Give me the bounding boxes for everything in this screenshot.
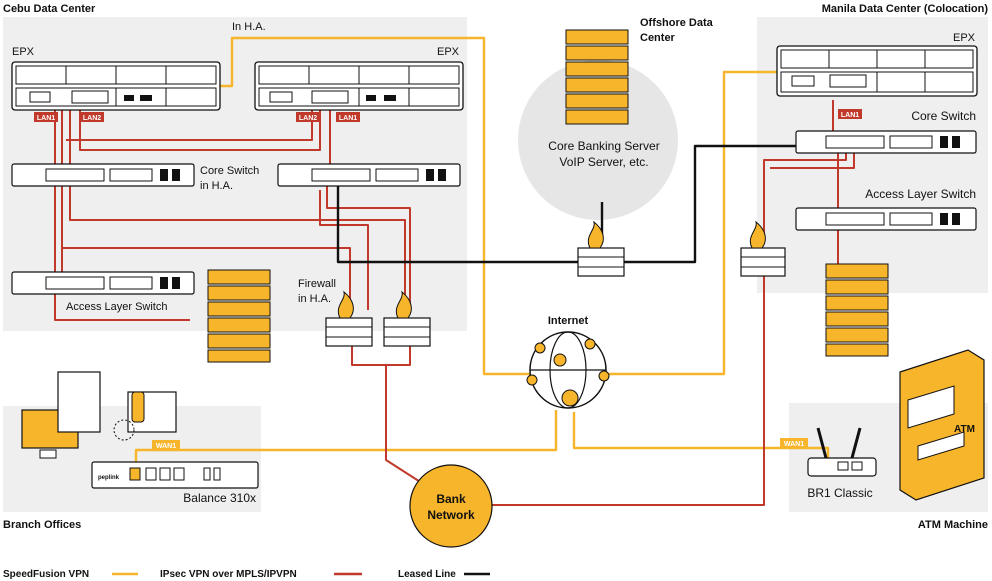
atm-screen-label: ATM [954,424,975,435]
atm-title: ATM Machine [918,519,988,531]
legend-item-ipsec: IPsec VPN over MPLS/IPVPN [160,569,362,580]
svg-text:WAN1: WAN1 [784,441,804,448]
svg-text:LAN1: LAN1 [841,112,859,119]
core-switch-manila [795,130,977,154]
lan-tag: LAN1 [838,109,862,119]
lan-tag: LAN2 [296,112,320,122]
access-switch-cebu [11,271,195,295]
core-switch-cebu-1 [11,163,195,187]
lan-tag: LAN2 [80,112,104,122]
br1-classic-device [807,427,877,477]
internet-globe-icon [526,331,610,409]
svg-text:SpeedFusion VPN: SpeedFusion VPN [3,569,89,580]
br1-label: BR1 Classic [807,486,872,500]
balance-310x-device [91,461,259,489]
wan-tag: WAN1 [152,440,180,450]
svg-text:WAN1: WAN1 [156,443,176,450]
firewall-icon [740,220,786,277]
balance-label: Balance 310x [183,491,256,505]
svg-text:LAN1: LAN1 [37,115,55,122]
in-ha-label: In H.A. [232,21,266,33]
legend: SpeedFusion VPN IPsec VPN over MPLS/IPVP… [3,569,490,580]
offshore-circle [518,60,678,220]
wan-tag: WAN1 [780,438,808,448]
epx-right-label: EPX [437,46,460,58]
server-stack-manila [825,263,889,357]
svg-text:Leased Line: Leased Line [398,569,456,580]
phone-icon [113,391,177,441]
epx-right [254,61,464,111]
core-switch-manila-label: Core Switch [911,109,976,123]
ipsec-links [54,96,855,506]
epx-manila [776,45,978,97]
atm-machine-icon [899,349,985,501]
peplink-logo: peplink [98,475,120,481]
access-switch-manila [795,207,977,231]
lan-tag: LAN1 [34,112,58,122]
legend-item-leased: Leased Line [398,569,490,580]
speedfusion-links [134,36,830,472]
core-switch-cebu-2 [277,163,461,187]
lan-tag: LAN1 [336,112,360,122]
manila-title: Manila Data Center (Colocation) [822,3,989,15]
access-switch-manila-label: Access Layer Switch [865,187,976,201]
firewall-icon [325,290,373,347]
epx-manila-label: EPX [953,32,976,44]
internet-label: Internet [548,315,589,327]
firewall-icon [383,290,431,347]
legend-item-speedfusion: SpeedFusion VPN [3,569,138,580]
svg-text:IPsec VPN over MPLS/IPVPN: IPsec VPN over MPLS/IPVPN [160,569,297,580]
svg-text:LAN1: LAN1 [339,115,357,122]
server-stack-offshore [565,29,629,125]
access-switch-cebu-label: Access Layer Switch [66,301,167,313]
computer-icon [21,371,101,459]
svg-text:LAN2: LAN2 [299,115,317,122]
epx-left-label: EPX [12,46,35,58]
epx-left [11,61,221,111]
server-stack-cebu [207,269,271,363]
svg-text:LAN2: LAN2 [83,115,101,122]
firewall-icon [577,220,625,277]
cebu-title: Cebu Data Center [3,3,96,15]
branch-title: Branch Offices [3,519,81,531]
bank-network-node [409,464,493,548]
